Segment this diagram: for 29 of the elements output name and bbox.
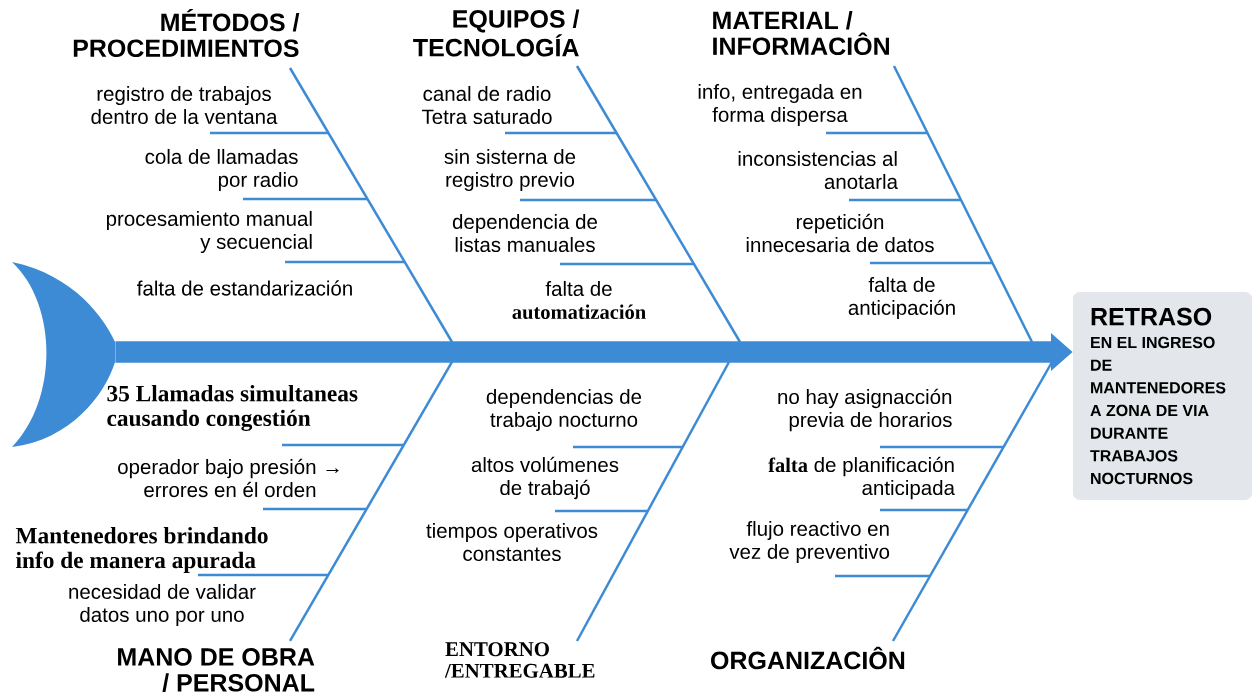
cause-text: falta de planificación anticipada <box>768 456 955 500</box>
cause-text: sin sisterna de registro previo <box>444 148 576 192</box>
cause-text: dependencias de trabajo nocturno <box>486 388 642 432</box>
cause-text: altos volúmenes de trabajó <box>471 456 619 500</box>
category-heading: MÉTODOS / PROCEDIMIENTOS <box>73 8 300 58</box>
category-heading: ENTORNO /ENTREGABLE <box>444 642 595 678</box>
category-heading: ORGANIZACIÔN <box>711 646 905 670</box>
cause-text: canal de radio Tetra saturado <box>421 86 552 125</box>
cause-text: procesamiento manual y secuencial <box>106 210 312 254</box>
cause-text: falta de estandarización <box>137 280 352 296</box>
cause-text: necesidad de validar datos uno por uno <box>69 583 256 627</box>
cause-text: flujo reactivo en vez de preventivo <box>729 520 890 564</box>
cause-text: inconsistencias al anotarla <box>738 151 898 190</box>
cause-text: Mantenedores brindando info de manera apurada <box>15 527 268 573</box>
cause-text: dependencia de listas manuales <box>452 214 597 253</box>
category-heading: EQUIPOS / TECNOLOGÍA <box>413 9 580 57</box>
cause-text: falta de automatización <box>512 280 646 320</box>
effect-box: RETRASO EN EL INGRESO DE MANTENEDORES A ZONA DE VIA DURANTE TRABAJOS NOCTURNOS <box>1073 292 1252 500</box>
category-heading: MANO DE OBRA / PERSONAL <box>118 648 315 692</box>
category-heading: MATERIAL / INFORMACIÔN <box>713 10 889 56</box>
cause-text: falta de anticipación <box>848 276 955 320</box>
cause-text: cola de llamadas por radio <box>145 148 298 192</box>
cause-text: repetición innecesaria de datos <box>746 213 934 253</box>
cause-text: registro de trabajos dentro de la ventana <box>91 86 278 125</box>
cause-text: operador bajo presión → errores en él orden <box>118 458 339 498</box>
cause-text: tiempos operativos constantes <box>426 522 598 562</box>
cause-text: info, entregada en forma dispersa <box>698 83 862 127</box>
cause-text: 35 Llamadas simultaneas causando congestión <box>107 385 358 431</box>
cause-text: no hay asignacción previa de horarios <box>778 388 952 432</box>
